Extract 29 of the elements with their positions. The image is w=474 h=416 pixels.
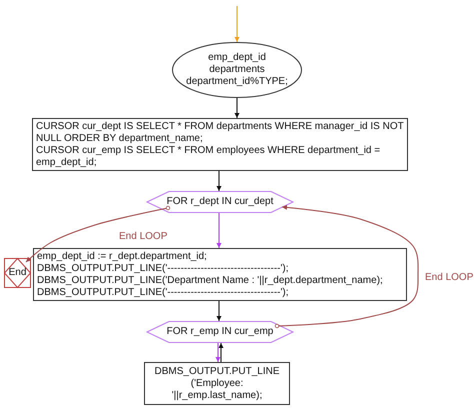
code-text: DBMS_OUTPUT.PUT_LINE('----------------------------------'); — [37, 286, 290, 298]
edge-label: End LOOP — [424, 272, 474, 283]
arrow — [234, 6, 240, 42]
loop-hexagon — [147, 191, 293, 213]
arrow — [218, 342, 224, 362]
code-text: emp_dept_id departments department_id%TYPE; — [185, 52, 289, 88]
code-text: DBMS_OUTPUT.PUT_LINE ('Employee: '||r_emp.last_name); — [153, 366, 281, 402]
arrow — [234, 98, 240, 118]
arrow — [216, 300, 222, 322]
code-text: FOR r_dept IN cur_dept — [166, 196, 274, 208]
code-text: emp_dept_id := r_dept.department_id; — [37, 250, 208, 262]
arrow — [216, 342, 220, 362]
end-diamond — [4, 258, 31, 288]
arrow — [26, 206, 170, 262]
arrow — [274, 204, 419, 328]
code-text: DBMS_OUTPUT.PUT_LINE('----------------------------------'); — [37, 262, 290, 274]
declaration-ellipse — [172, 42, 302, 98]
process-box — [33, 248, 407, 301]
code-text: DBMS_OUTPUT.PUT_LINE('Department Name : '||r_dept.department_name); — [37, 274, 384, 286]
code-text: End — [8, 267, 28, 279]
code-text: CURSOR cur_dept IS SELECT * FROM departments WHERE manager_id IS NOT NULL ORDER BY department_name; — [36, 120, 404, 144]
code-text: FOR r_emp IN cur_emp — [166, 326, 274, 338]
arrow — [216, 170, 222, 192]
loop-hexagon — [147, 321, 293, 343]
arrow — [216, 212, 222, 248]
code-text: CURSOR cur_emp IS SELECT * FROM employees WHERE department_id = emp_dept_id; — [36, 144, 382, 168]
process-box — [144, 362, 290, 405]
process-box — [32, 118, 408, 171]
edge-label: End LOOP — [118, 231, 168, 242]
